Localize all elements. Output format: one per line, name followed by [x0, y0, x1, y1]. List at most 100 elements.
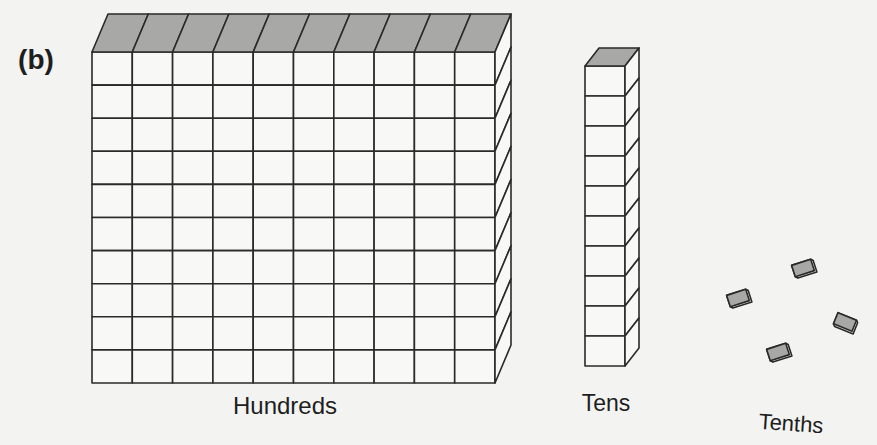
unit-face	[173, 184, 213, 217]
unit-face	[213, 52, 253, 85]
tenth-face	[767, 343, 790, 361]
unit-face	[455, 52, 495, 85]
unit-face	[253, 218, 293, 251]
unit-face	[253, 251, 293, 284]
unit-face	[213, 118, 253, 151]
unit-face	[294, 251, 334, 284]
unit-face	[253, 317, 293, 350]
unit-face	[334, 284, 374, 317]
block-label: Hundreds	[233, 394, 337, 418]
unit-face	[455, 184, 495, 217]
unit-face	[374, 52, 414, 85]
unit-face	[132, 317, 172, 350]
unit-face	[585, 126, 625, 156]
unit-face	[294, 284, 334, 317]
unit-face	[132, 284, 172, 317]
unit-face	[294, 52, 334, 85]
unit-face	[585, 276, 625, 306]
unit-face	[414, 251, 454, 284]
unit-face	[213, 151, 253, 184]
unit-face	[132, 251, 172, 284]
unit-face	[92, 218, 132, 251]
unit-face	[334, 251, 374, 284]
unit-face	[414, 218, 454, 251]
unit-face	[374, 350, 414, 383]
unit-face	[414, 85, 454, 118]
unit-face	[455, 218, 495, 251]
unit-face	[132, 218, 172, 251]
unit-face	[414, 284, 454, 317]
side-face	[495, 312, 511, 383]
unit-face	[294, 85, 334, 118]
unit-face	[585, 66, 625, 96]
unit-face	[294, 184, 334, 217]
unit-face	[374, 317, 414, 350]
unit-face	[414, 184, 454, 217]
unit-face	[414, 151, 454, 184]
tenth-face	[833, 313, 856, 332]
tenth-edge	[792, 259, 817, 279]
block-label: Tens	[582, 392, 631, 415]
unit-face	[334, 350, 374, 383]
tenth-face	[792, 259, 815, 277]
unit-face	[374, 85, 414, 118]
unit-face	[173, 52, 213, 85]
unit-face	[374, 284, 414, 317]
unit-face	[213, 85, 253, 118]
unit-face	[455, 317, 495, 350]
block-label: Tenths	[758, 411, 824, 437]
unit-face	[253, 85, 293, 118]
unit-face	[92, 85, 132, 118]
unit-face	[334, 184, 374, 217]
unit-face	[253, 350, 293, 383]
tenth-piece	[833, 313, 859, 334]
unit-face	[213, 184, 253, 217]
unit-face	[173, 251, 213, 284]
unit-face	[455, 284, 495, 317]
unit-face	[173, 85, 213, 118]
unit-face	[173, 151, 213, 184]
unit-face	[132, 85, 172, 118]
unit-face	[213, 317, 253, 350]
unit-face	[414, 317, 454, 350]
unit-face	[334, 118, 374, 151]
unit-face	[92, 317, 132, 350]
unit-face	[132, 52, 172, 85]
unit-face	[585, 336, 625, 366]
unit-face	[374, 151, 414, 184]
unit-face	[585, 246, 625, 276]
unit-face	[414, 350, 454, 383]
unit-face	[374, 118, 414, 151]
tenth-edge	[833, 313, 859, 334]
unit-face	[213, 350, 253, 383]
unit-face	[455, 85, 495, 118]
unit-face	[334, 218, 374, 251]
unit-face	[455, 118, 495, 151]
unit-face	[334, 85, 374, 118]
unit-face	[253, 52, 293, 85]
unit-face	[132, 350, 172, 383]
unit-face	[294, 350, 334, 383]
unit-face	[294, 218, 334, 251]
unit-face	[92, 350, 132, 383]
unit-face	[374, 184, 414, 217]
unit-face	[455, 151, 495, 184]
unit-face	[334, 317, 374, 350]
tenth-piece	[727, 289, 752, 309]
unit-face	[173, 118, 213, 151]
unit-face	[294, 317, 334, 350]
unit-face	[334, 151, 374, 184]
unit-face	[173, 284, 213, 317]
tenth-piece	[792, 259, 817, 279]
unit-face	[455, 251, 495, 284]
tenths-pieces	[727, 259, 859, 363]
tenth-edge	[767, 343, 792, 363]
part-letter: (b)	[18, 46, 54, 74]
unit-face	[294, 118, 334, 151]
unit-face	[414, 118, 454, 151]
unit-face	[92, 52, 132, 85]
unit-face	[374, 251, 414, 284]
unit-face	[132, 151, 172, 184]
